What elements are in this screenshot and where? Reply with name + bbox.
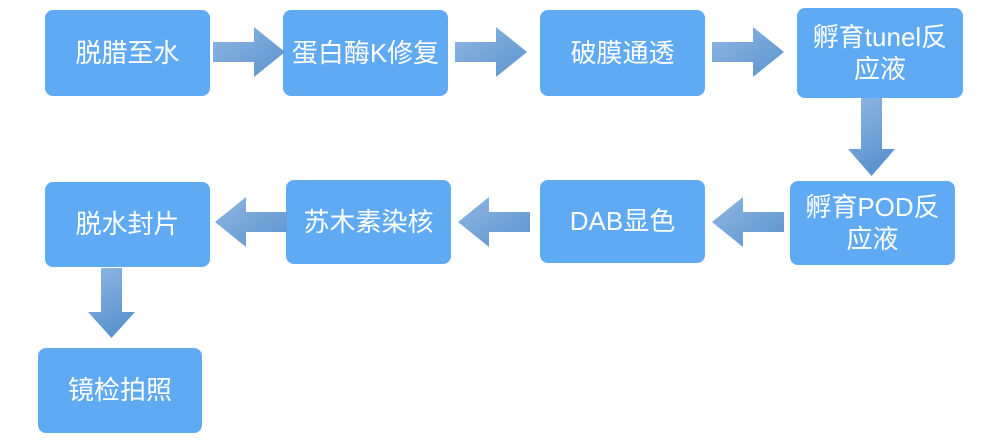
flow-node-dewax: 脱腊至水 [45,10,210,96]
arrow-left-icon [712,197,784,247]
flow-node-proteinase-k: 蛋白酶K修复 [283,10,448,96]
arrow-right-icon [213,27,285,77]
flow-node-dab-development: DAB显色 [540,180,705,263]
flow-node-pod-incubation: 孵育POD反应液 [790,181,955,265]
flow-node-dehydrate-mount: 脱水封片 [45,182,210,267]
arrow-down-icon [848,98,895,176]
flow-node-permeabilization: 破膜通透 [540,10,705,96]
arrow-left-icon [215,197,287,247]
arrow-left-icon [458,197,530,247]
flow-node-tunel-incubation: 孵育tunel反应液 [797,8,963,98]
flow-node-microscopy-photo: 镜检拍照 [38,348,202,433]
arrow-down-icon [88,268,135,338]
arrow-right-icon [712,27,784,77]
arrow-right-icon [455,27,527,77]
flow-node-hematoxylin: 苏木素染核 [286,180,451,264]
